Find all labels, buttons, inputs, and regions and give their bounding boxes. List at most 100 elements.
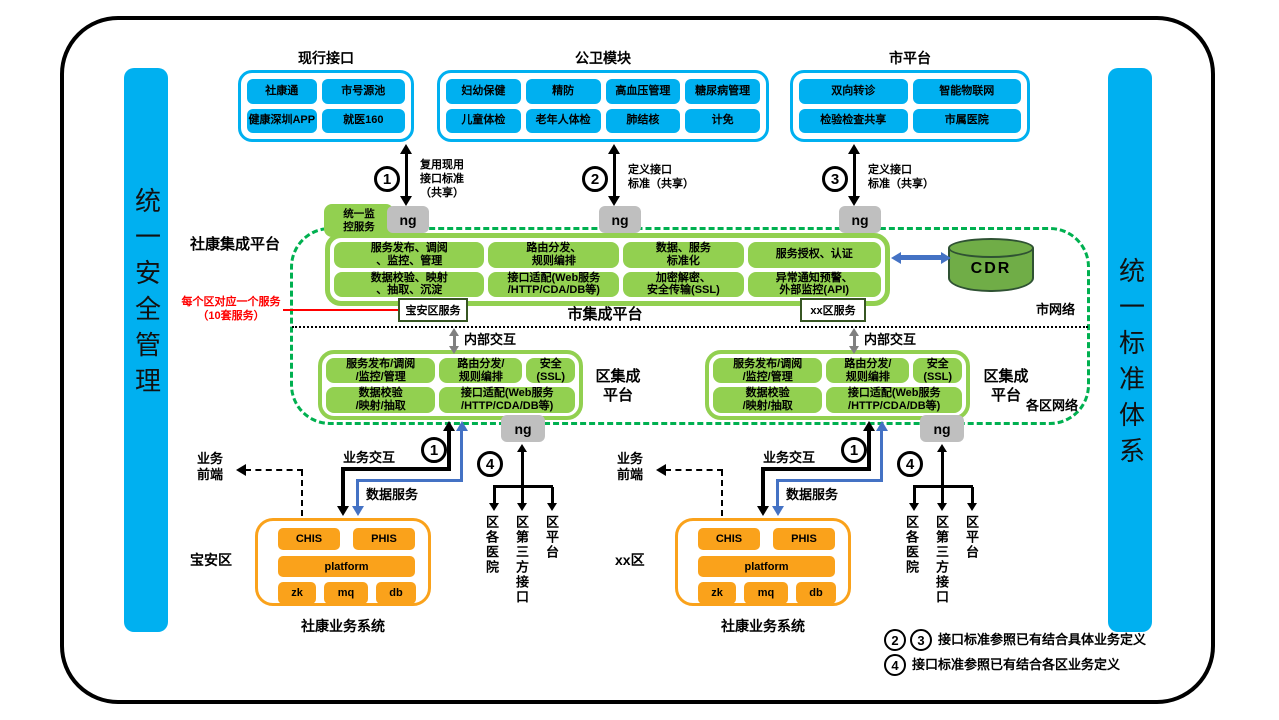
ng-gateway-badge: ng: [387, 206, 429, 233]
district-module-box: 路由分发/ 规则编排: [439, 358, 523, 384]
note-number-circle: 2: [884, 629, 906, 651]
branch-arrow-line: [493, 485, 553, 488]
internal-arrow-line: [453, 335, 456, 347]
interact-arrow-line: [341, 467, 345, 507]
note-number-circle: 3: [910, 629, 932, 651]
district-module-box: 接口适配(Web服务 /HTTP/CDA/DB等): [826, 387, 962, 413]
module-phis: PHIS: [773, 528, 835, 550]
note-text: 接口标准参照已有结合具体业务定义: [938, 632, 1147, 647]
frontend-arrowhead-icon: [656, 464, 666, 476]
module-phis: PHIS: [353, 528, 415, 550]
district-module-box: 安全 (SSL): [526, 358, 575, 384]
internal-interaction-label: 内部交互: [464, 332, 517, 347]
branch-arrowhead-down-icon: [967, 503, 977, 511]
ng-gateway-badge: ng: [501, 415, 545, 442]
cdr-arrowhead-left-icon: [891, 252, 901, 264]
sidebar-security-label: 统一安全管理: [131, 187, 161, 403]
city-integration-title: 市集成平台: [567, 306, 643, 323]
branch-label-platform: 区平台: [964, 515, 979, 560]
data-arrow-line: [357, 479, 463, 482]
branch-label-thirdparty: 区第三方接口: [514, 515, 529, 605]
interact-arrowhead-down-icon: [757, 506, 769, 516]
public-health-item: 糖尿病管理: [685, 79, 760, 104]
module-platform: platform: [278, 556, 415, 577]
public-health-item: 精防: [525, 79, 601, 104]
interact-arrow-line: [763, 467, 871, 471]
group-current-interfaces: 社康通 市号源池 健康深圳APP 就医160: [238, 70, 414, 142]
data-arrowhead-up-icon: [456, 421, 468, 431]
region-label-xx: xx区: [615, 552, 645, 568]
module-mq: mq: [324, 582, 368, 604]
sidebar-standards-label: 统一标准体系: [1115, 257, 1145, 473]
city-module-box: 接口适配(Web服务 /HTTP/CDA/DB等): [488, 271, 620, 297]
data-arrow-line: [460, 430, 463, 481]
branch-label-platform: 区平台: [544, 515, 559, 560]
module-mq: mq: [744, 582, 788, 604]
public-health-item: 儿童体检: [446, 108, 521, 133]
frontend-dashed-line: [721, 470, 723, 516]
interact-arrowhead-up-icon: [443, 421, 455, 431]
district-module-box: 数据校验 /映射/抽取: [326, 387, 436, 413]
business-system-title: 社康业务系统: [301, 618, 385, 634]
city-platform-item: 市属医院: [912, 108, 1021, 133]
frontend-dashed-line: [301, 470, 303, 516]
city-module-box: 异常通知预警、 外部监控(API): [747, 271, 881, 297]
branch-arrow-line: [521, 487, 524, 504]
flow2-arrow-line: [613, 153, 616, 198]
module-zk: zk: [698, 582, 736, 604]
network-divider-line: [292, 326, 1088, 328]
ng-gateway-badge: ng: [599, 206, 641, 233]
internal-arrow-up-icon: [449, 328, 459, 336]
branch-arrowhead-up-icon: [517, 444, 527, 452]
city-module-box: 服务授权、认证: [747, 242, 881, 268]
business-frontend-label: 业务 前端: [197, 451, 224, 483]
business-frontend-label: 业务 前端: [617, 451, 644, 483]
internal-interaction-label: 内部交互: [864, 332, 917, 347]
cdr-label: CDR: [970, 260, 1012, 277]
region-label-baoan: 宝安区: [190, 552, 232, 568]
flow2-arrowhead-down-icon: [608, 196, 620, 206]
city-platform-item: 检验检查共享: [799, 108, 908, 133]
flow1-arrowhead-down-icon: [400, 196, 412, 206]
module-chis: CHIS: [278, 528, 340, 550]
integration-platform-label: 社康集成平台: [190, 236, 281, 253]
group-title-public-health: 公卫模块: [575, 50, 631, 66]
branch-arrowhead-down-icon: [937, 503, 947, 511]
group-title-city-platform: 市平台: [889, 50, 931, 66]
interact-arrow-line: [343, 467, 451, 471]
data-service-label: 数据服务: [786, 487, 839, 502]
city-module-box: 加密解密、 安全传输(SSL): [623, 271, 744, 297]
district-module-box: 接口适配(Web服务 /HTTP/CDA/DB等): [439, 387, 575, 413]
cdr-arrow-line: [899, 255, 943, 260]
branch-arrow-line: [551, 487, 554, 504]
business-system-container-xx: CHIS PHIS platform zk mq db: [675, 518, 851, 606]
data-arrow-line: [776, 479, 779, 507]
current-interface-item: 就医160: [321, 108, 405, 133]
data-arrowhead-down-icon: [772, 506, 784, 516]
branch-arrowhead-down-icon: [909, 503, 919, 511]
interact-arrow-line: [447, 430, 451, 471]
district-module-box: 路由分发/ 规则编排: [826, 358, 910, 384]
group-title-current-interfaces: 现行接口: [298, 50, 354, 66]
interact-label: 业务交互: [763, 450, 816, 465]
interact-arrowhead-down-icon: [337, 506, 349, 516]
branch-arrowhead-down-icon: [517, 503, 527, 511]
district-platform-title: 区集成 平台: [983, 368, 1029, 404]
data-arrow-line: [880, 430, 883, 481]
flow2-number-circle: 2: [582, 166, 608, 192]
sidebar-security: 统一安全管理: [124, 68, 168, 632]
branch-arrow-line: [971, 487, 974, 504]
service-tag-baoan: 宝安区服务: [398, 298, 468, 322]
flow1-arrowhead-up-icon: [400, 144, 412, 154]
district-platform-title: 区集成 平台: [595, 368, 641, 404]
district-module-box: 数据校验 /映射/抽取: [713, 387, 823, 413]
note-text: 接口标准参照已有结合各区业务定义: [912, 657, 1121, 672]
ng-gateway-badge: ng: [839, 206, 881, 233]
branch-arrow-line: [493, 487, 496, 504]
sidebar-standards: 统一标准体系: [1108, 68, 1152, 632]
business-system-title: 社康业务系统: [721, 618, 805, 634]
branch-number-circle: 4: [477, 451, 503, 477]
interact-arrowhead-up-icon: [863, 421, 875, 431]
city-platform-item: 智能物联网: [912, 79, 1021, 104]
